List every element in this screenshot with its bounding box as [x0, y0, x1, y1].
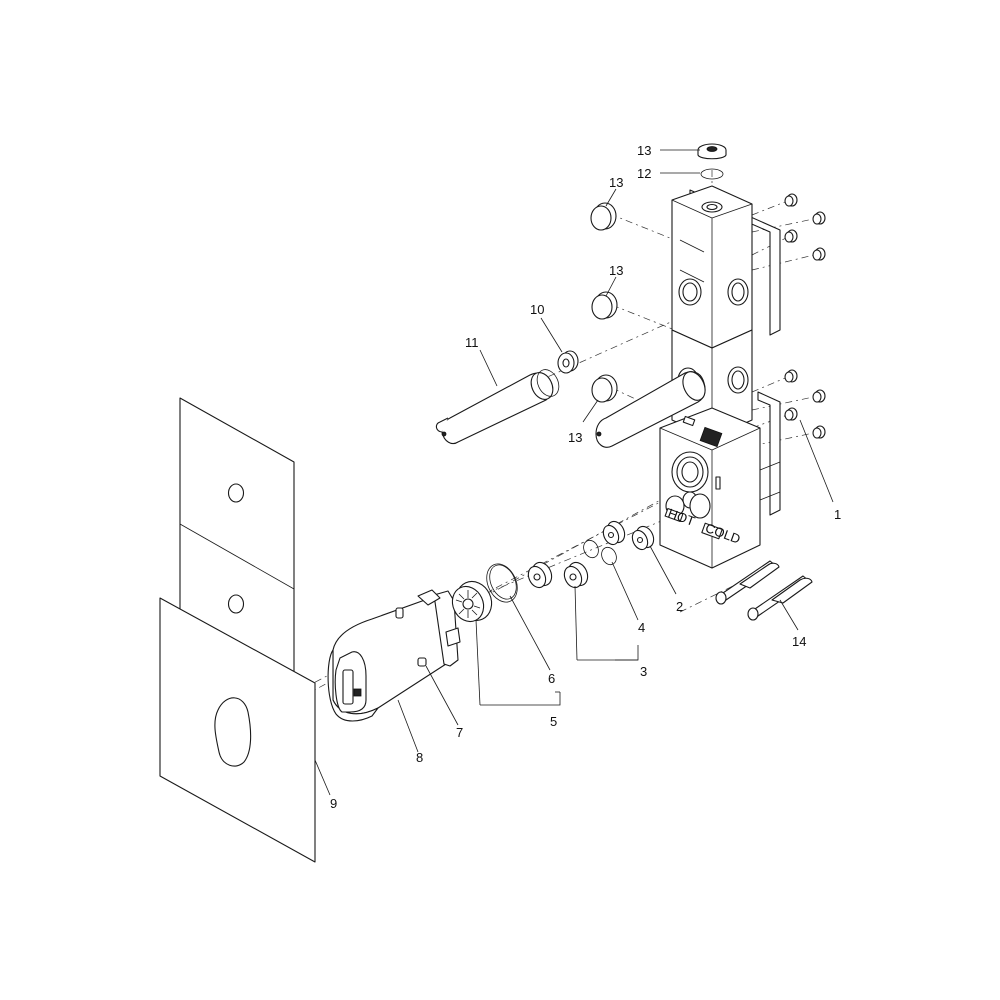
template-hole-upper: [227, 483, 245, 503]
o-ring-12: [700, 168, 724, 180]
callout-9: 9: [330, 796, 337, 811]
callout-1: 1: [834, 507, 841, 522]
leader-lines: [314, 149, 834, 796]
callout-13-middle: 13: [609, 263, 623, 278]
plugs-13: [590, 143, 727, 403]
o-ring-6: [486, 563, 518, 603]
washer-10: [557, 350, 579, 374]
wall-anchors-14: [715, 560, 813, 621]
mounted-extension-tube: [595, 371, 706, 448]
plug-top: [697, 143, 727, 160]
callout-10: 10: [530, 302, 544, 317]
wall-anchor-lower: [747, 575, 813, 621]
cartridge-assembly: [451, 563, 518, 623]
callout-13-upper: 13: [609, 175, 623, 190]
callout-14: 14: [792, 634, 806, 649]
callout-numbers: 13 12 13 13 13 10 11 1 2 4 3 6 5 7 8 9 1…: [330, 143, 841, 811]
template-sheets: [159, 397, 316, 863]
template-hole-middle: [227, 594, 245, 614]
callout-7: 7: [456, 725, 463, 740]
callout-12: 12: [637, 166, 651, 181]
template-cutout: [214, 697, 252, 767]
callout-11: 11: [465, 335, 479, 350]
check-valve-assembly: [527, 520, 655, 589]
mounting-screws: [784, 193, 826, 439]
wall-anchor-upper: [715, 560, 780, 605]
callout-13-lower: 13: [568, 430, 582, 445]
callout-3: 3: [640, 664, 647, 679]
callout-5: 5: [550, 714, 557, 729]
callout-6: 6: [548, 671, 555, 686]
plug-middle-left: [591, 291, 618, 320]
callout-8: 8: [416, 750, 423, 765]
trim-body: [327, 589, 461, 722]
plug-upper-left: [590, 202, 617, 231]
callout-13-top: 13: [637, 143, 651, 158]
extension-tube-11: [435, 369, 560, 445]
valve-body: HOT COLD: [659, 185, 781, 569]
trim-screw: [417, 657, 427, 667]
callout-2: 2: [676, 599, 683, 614]
plug-lower-left: [591, 374, 618, 403]
callout-4: 4: [638, 620, 645, 635]
